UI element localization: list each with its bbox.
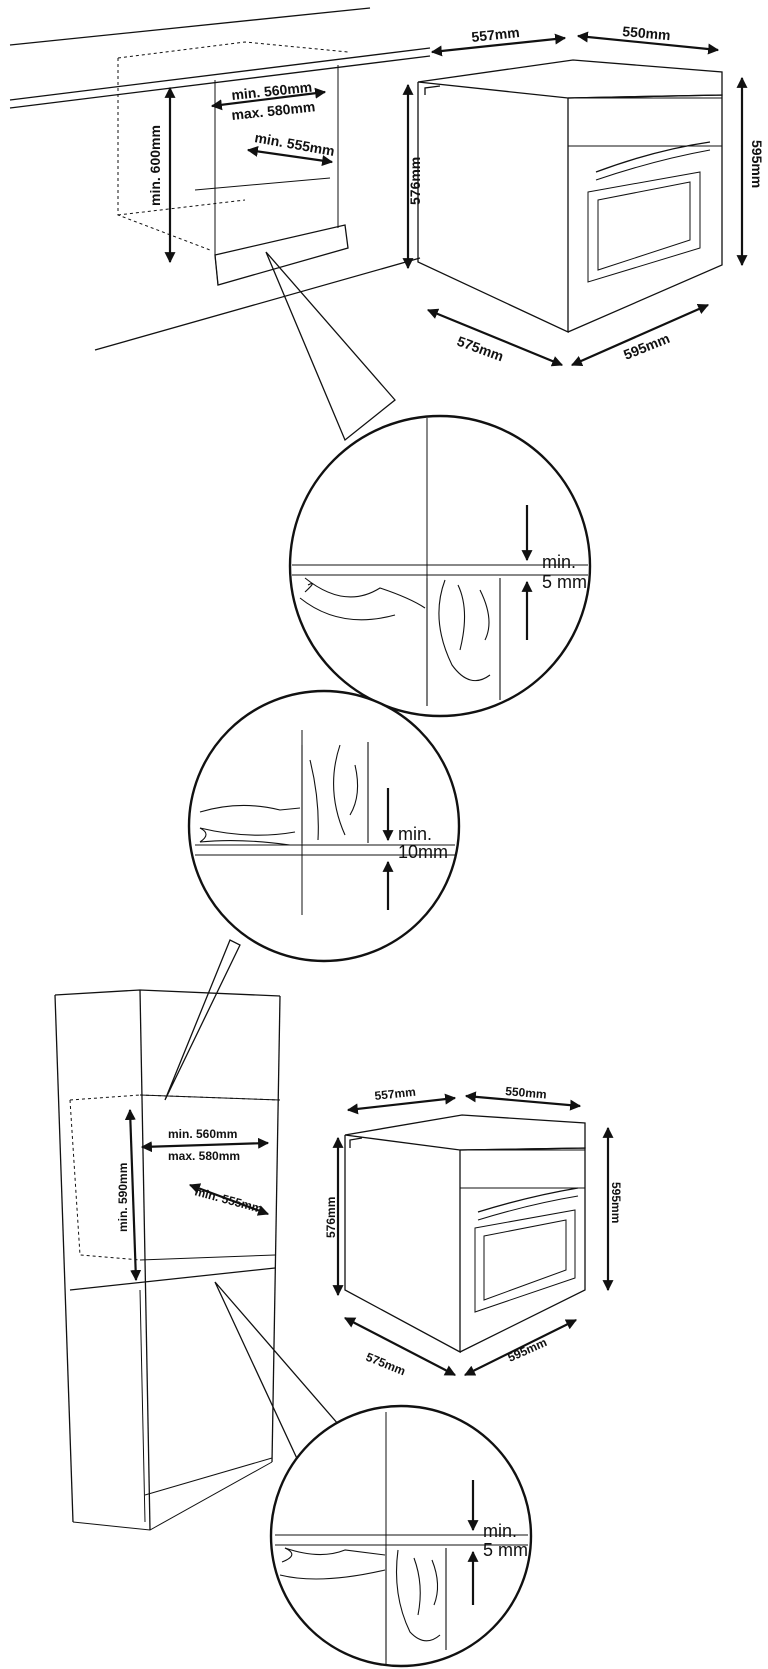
column-oven-side-height-label: 595mm <box>609 1182 623 1223</box>
column-cabinet <box>54 989 281 1531</box>
cabinet-depth-label: min. 555mm <box>253 129 335 159</box>
oven-top-width-label: 550mm <box>622 23 671 43</box>
oven-side-height-label: 595mm <box>749 140 765 188</box>
column-top-gap-label-line1: min. <box>398 824 432 844</box>
callout-pointer <box>265 251 396 442</box>
oven-bottom-width-label: 595mm <box>621 330 672 363</box>
column-cabinet-width-max-label: max. 580mm <box>168 1149 240 1163</box>
cabinet-height-label: min. 600mm <box>147 125 163 206</box>
column-oven-bottom-depth-label: 575mm <box>364 1350 408 1378</box>
column-bottom-gap-label-line1: min. <box>483 1521 517 1541</box>
column-oven-bottom-width-label: 595mm <box>506 1335 549 1365</box>
oven-drawing-column <box>344 1114 586 1354</box>
oven-top-depth-label: 557mm <box>471 24 521 45</box>
column-cabinet-depth-label: min. 555mm <box>193 1184 264 1215</box>
gap-label-line2: 5 mm <box>542 572 587 592</box>
oven-bottom-depth-label: 575mm <box>455 333 506 365</box>
column-cabinet-height-label: min. 590mm <box>116 1163 130 1232</box>
column-oven-front-height-label: 576mm <box>324 1197 338 1238</box>
gap-detail-circle-column-top <box>187 689 461 963</box>
undercounter-cabinet <box>9 7 431 351</box>
gap-detail-circle-column-bottom <box>269 1404 533 1668</box>
oven-drawing <box>417 59 723 334</box>
callout-pointer <box>164 939 241 1101</box>
gap-label-line1: min. <box>542 552 576 572</box>
column-oven-top-width-label: 550mm <box>505 1084 547 1102</box>
oven-front-height-label: 576mm <box>407 157 423 205</box>
column-top-gap-label-line2: 10mm <box>398 842 448 862</box>
column-cabinet-width-min-label: min. 560mm <box>168 1127 237 1141</box>
column-bottom-gap-label-line2: 5 mm <box>483 1540 528 1560</box>
gap-detail-circle-top <box>288 414 592 718</box>
column-oven-top-depth-label: 557mm <box>374 1085 417 1103</box>
